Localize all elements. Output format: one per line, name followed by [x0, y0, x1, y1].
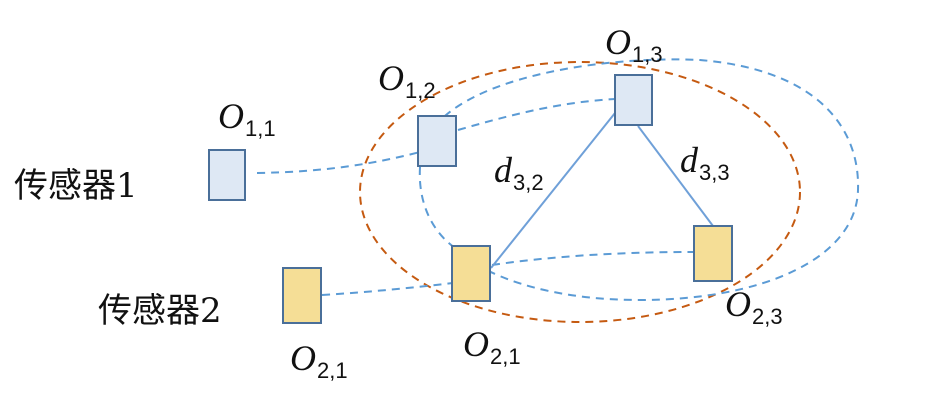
sensor-label-2: 传感器2 — [98, 291, 222, 331]
distance-line-d33 — [637, 125, 714, 227]
association-line-o12-o13 — [457, 98, 616, 131]
sensor-label-1: 传感器1 — [14, 166, 138, 206]
object-label-o12: O1,2 — [378, 58, 436, 103]
distance-label-d32: d3,2 — [494, 150, 544, 195]
association-line-o12-o21 — [418, 166, 456, 249]
object-box-o21 — [451, 245, 491, 302]
gate-ellipse — [359, 61, 801, 323]
association-line-o11-o12 — [256, 151, 421, 174]
association-ellipse-outer — [419, 58, 860, 302]
association-line-o21-o21 — [321, 282, 454, 296]
object-box-o12 — [417, 115, 457, 167]
object-box-o21-left — [282, 267, 322, 324]
distance-line-d32 — [490, 112, 616, 269]
object-box-o13 — [614, 74, 653, 126]
distance-label-d33: d3,3 — [680, 140, 730, 185]
association-line-o21-o23 — [491, 251, 694, 266]
object-label-o23: O2,3 — [725, 284, 783, 329]
object-label-o11: O1,1 — [218, 96, 276, 141]
object-box-o23 — [693, 225, 733, 282]
object-box-o11 — [208, 149, 246, 201]
object-label-o21-left: O2,1 — [290, 338, 348, 383]
object-label-o21: O2,1 — [463, 324, 521, 369]
object-label-o13: O1,3 — [605, 22, 663, 67]
